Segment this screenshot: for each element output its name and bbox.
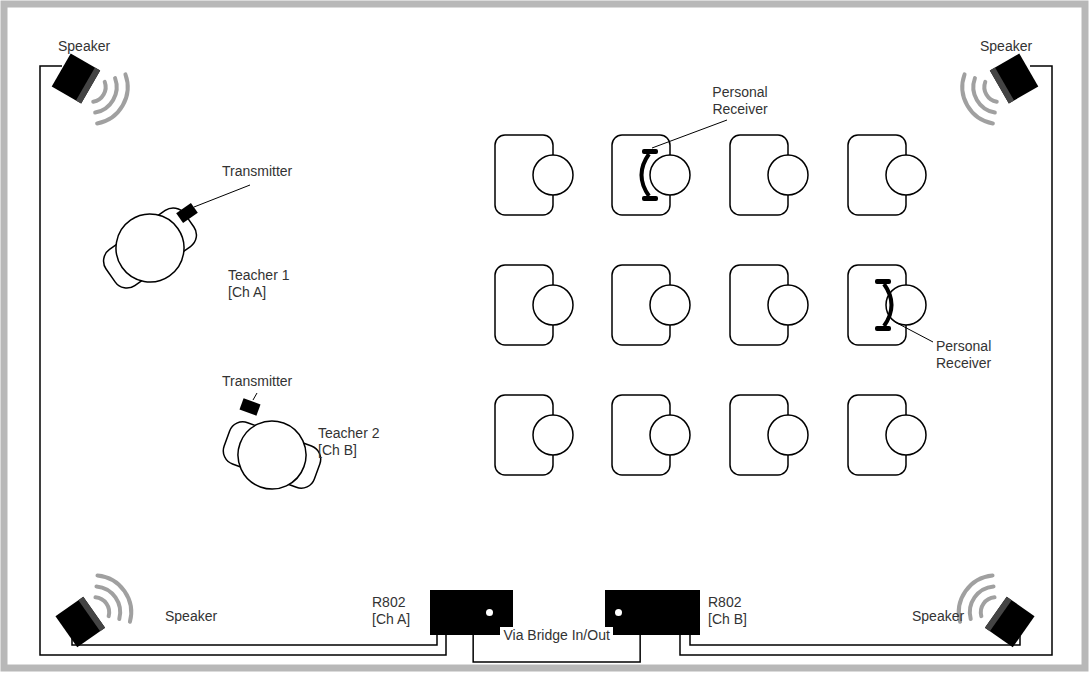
speaker-symbol <box>953 45 1043 129</box>
unit-label: R802 [Ch A] <box>372 594 422 628</box>
callout-label: Speaker <box>912 608 992 625</box>
callout-label: Teacher 2 [Ch B] <box>318 425 390 459</box>
indicator-dot <box>486 609 493 616</box>
teacher-figure <box>91 193 209 304</box>
callout-label: Personal Receiver <box>936 338 1016 372</box>
leader-line <box>194 120 933 400</box>
indicator-dot <box>615 609 622 616</box>
teacher-figure <box>215 407 328 504</box>
receiver-unit: R802 [Ch B] <box>605 590 700 635</box>
callout-label: Speaker <box>165 608 245 625</box>
callout-label: Personal Receiver <box>700 84 780 118</box>
callout-label: Speaker <box>980 38 1060 55</box>
callout-label: Speaker <box>58 38 138 55</box>
callout-label: Transmitter <box>222 373 312 390</box>
cable-label: Via Bridge In/Out <box>500 627 612 643</box>
callout-label: Teacher 1 [Ch A] <box>228 267 300 301</box>
room-wall <box>4 4 1085 668</box>
receiver-symbol <box>642 149 659 201</box>
speaker-wire <box>40 66 1052 655</box>
transmitter-symbol <box>239 398 260 415</box>
speaker-symbol <box>47 45 137 129</box>
speaker-symbol <box>50 568 141 655</box>
callout-label: Transmitter <box>222 163 312 180</box>
unit-label: R802 [Ch B] <box>708 594 758 628</box>
desk-grid <box>495 135 926 475</box>
receiver-symbol <box>875 279 892 331</box>
transmitter-symbol <box>176 203 198 223</box>
